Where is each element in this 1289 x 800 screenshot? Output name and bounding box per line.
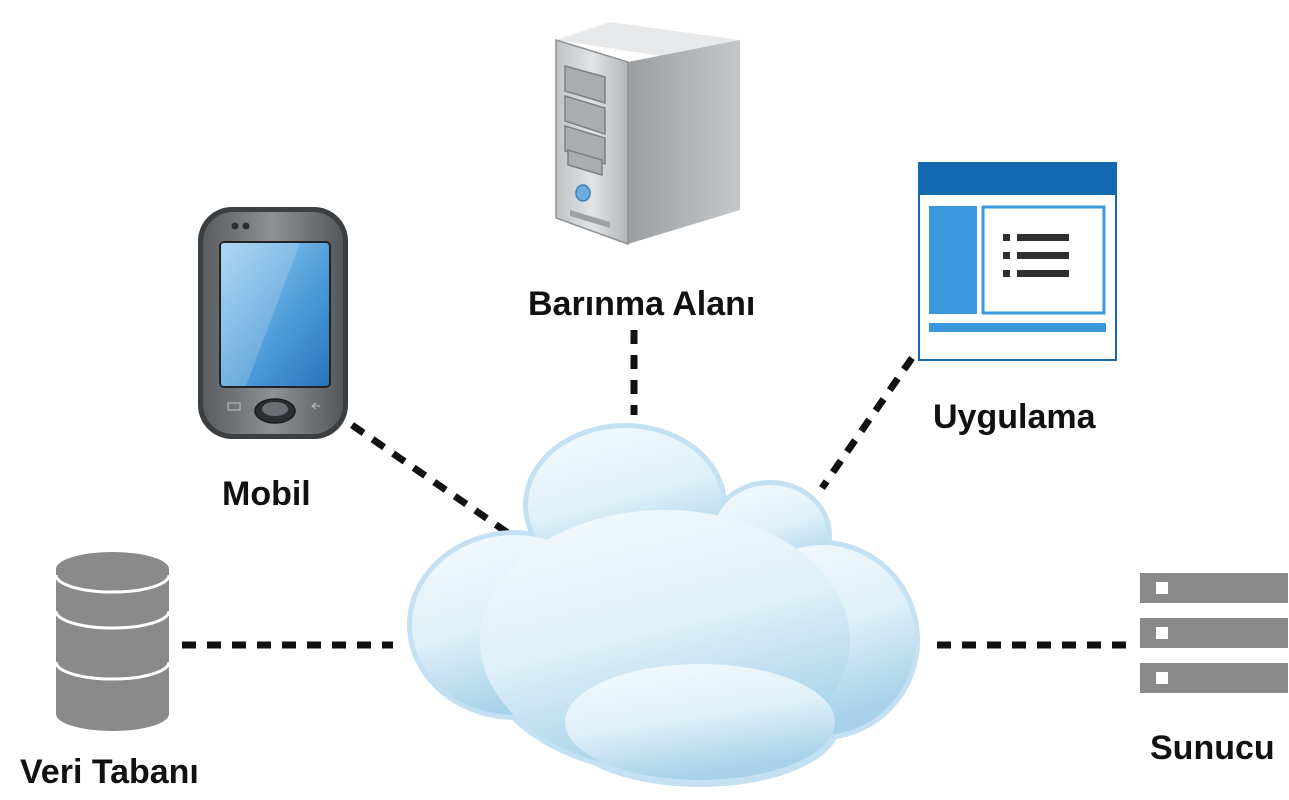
server-label: Sunucu <box>1150 729 1275 767</box>
smartphone-icon <box>198 207 348 439</box>
app-label: Uygulama <box>933 398 1096 436</box>
cloud-icon <box>407 423 920 787</box>
hosting-label: Barınma Alanı <box>528 285 756 323</box>
database-icon <box>54 552 171 731</box>
connector-app <box>819 356 915 490</box>
connector-mobile <box>350 422 520 543</box>
application-window-icon <box>918 162 1117 361</box>
server-tower-icon <box>555 22 740 246</box>
server-rack-icon <box>1140 573 1288 693</box>
connectors <box>182 330 1126 649</box>
database-label: Veri Tabanı <box>20 753 199 791</box>
mobile-label: Mobil <box>222 475 311 513</box>
